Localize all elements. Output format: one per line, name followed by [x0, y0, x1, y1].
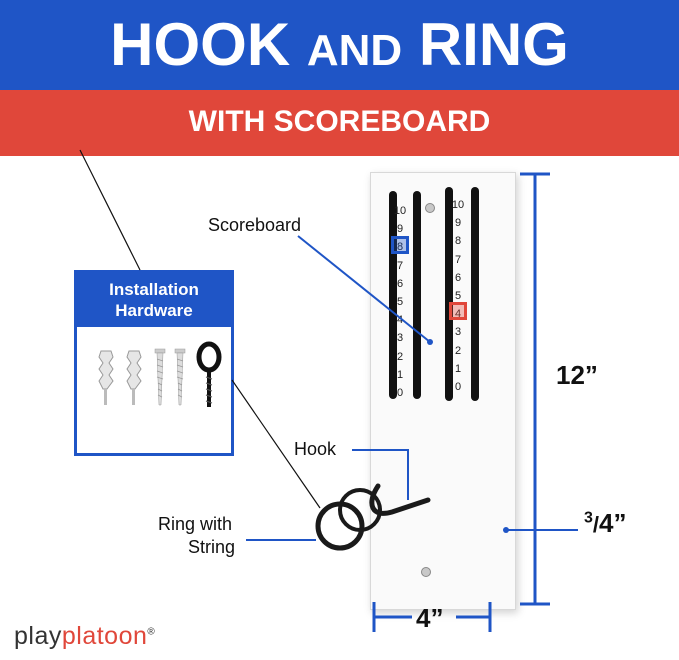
- scoreboard-callout-dot: [427, 339, 433, 345]
- hardware-items: [98, 341, 222, 407]
- hook-shape: [369, 483, 431, 516]
- hardware-title-line2: Hardware: [115, 301, 193, 320]
- left-number-8: 8: [396, 241, 404, 254]
- right-number-10: 10: [451, 199, 465, 211]
- title-hook: HOOK: [110, 11, 291, 78]
- ring-shape-2: [338, 488, 382, 532]
- left-score-slot: [389, 191, 397, 399]
- left-number-0: 0: [396, 387, 404, 399]
- right-score-slot-2: [471, 187, 479, 401]
- right-number-0: 0: [454, 381, 462, 393]
- left-number-1: 1: [396, 368, 404, 381]
- left-number-9: 9: [396, 223, 404, 236]
- logo-mark: ®: [147, 626, 156, 638]
- left-number-10: 10: [393, 205, 407, 217]
- brand-logo: playplatoon®: [14, 622, 155, 651]
- wall-anchor-icon: [98, 350, 114, 405]
- subtitle-banner: WITH SCOREBOARD: [0, 90, 679, 156]
- left-number-2: 2: [396, 350, 404, 363]
- right-number-7: 7: [454, 253, 462, 266]
- wall-anchor-icon: [126, 350, 142, 405]
- title-ring: RING: [418, 11, 569, 78]
- left-number-6: 6: [396, 277, 404, 290]
- left-score-slot-2: [413, 191, 421, 399]
- ring-label-line1: Ring with: [158, 514, 233, 534]
- hook-callout-line: [352, 449, 409, 500]
- right-number-4: 4: [454, 308, 462, 321]
- depth-callout-dot: [503, 527, 509, 533]
- title-and: AND: [306, 26, 403, 75]
- installation-hardware-box: Installation Hardware: [74, 270, 234, 456]
- right-number-2: 2: [454, 344, 462, 357]
- page-subtitle: WITH SCOREBOARD: [188, 105, 491, 138]
- right-score-marker[interactable]: [449, 302, 467, 320]
- hardware-title-line1: Installation: [109, 280, 199, 299]
- right-number-6: 6: [454, 271, 462, 284]
- left-number-5: 5: [396, 296, 404, 308]
- page-title: HOOK AND RING: [0, 14, 679, 82]
- left-number-7: 7: [396, 259, 404, 272]
- hook-label: Hook: [294, 439, 337, 459]
- logo-part2: platoon: [61, 622, 148, 650]
- bottom-screw: [421, 567, 431, 577]
- screw-icon: [174, 348, 186, 406]
- depth-dimension: 3/4”: [584, 508, 627, 538]
- string-line-top: [79, 149, 141, 271]
- eye-hook-icon: [196, 341, 222, 407]
- right-score-slot: [445, 187, 453, 401]
- screw-icon: [154, 348, 166, 406]
- right-number-1: 1: [454, 362, 462, 375]
- string-line-bottom: [231, 379, 321, 509]
- height-dimension: 12”: [556, 360, 598, 390]
- depth-denominator: 4”: [599, 508, 627, 538]
- left-number-3: 3: [396, 332, 404, 345]
- title-banner: HOOK AND RING: [0, 0, 679, 90]
- left-number-4: 4: [396, 314, 404, 327]
- ring-label-line2: String: [188, 537, 236, 557]
- scoreboard-callout-line: [297, 235, 431, 343]
- logo-part1: play: [14, 622, 62, 650]
- right-number-5: 5: [454, 290, 462, 302]
- right-number-8: 8: [454, 235, 462, 248]
- right-number-9: 9: [454, 217, 462, 230]
- depth-numerator: 3: [584, 509, 593, 527]
- right-number-3: 3: [454, 326, 462, 339]
- top-screw: [425, 203, 435, 213]
- width-dimension: 4”: [416, 603, 444, 633]
- hardware-header: Installation Hardware: [77, 273, 231, 327]
- left-score-marker[interactable]: [391, 236, 409, 254]
- scoreboard-label: Scoreboard: [208, 215, 302, 235]
